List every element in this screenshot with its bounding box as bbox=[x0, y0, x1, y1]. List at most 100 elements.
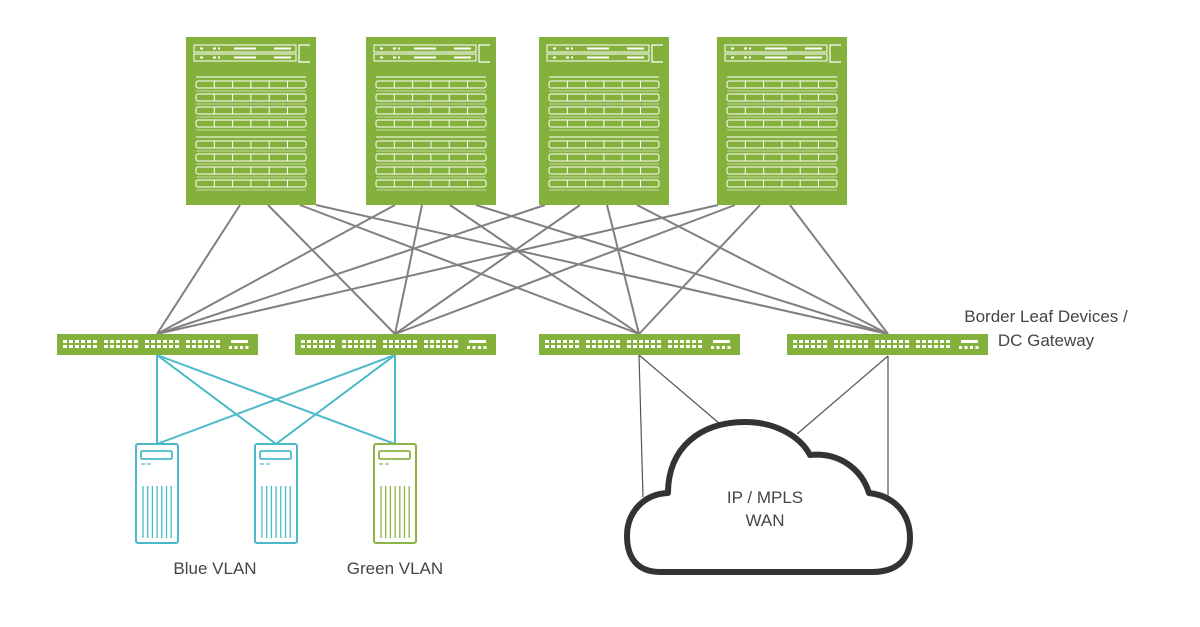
mgmt-port bbox=[469, 340, 486, 343]
port bbox=[319, 340, 323, 343]
port bbox=[116, 345, 120, 348]
port bbox=[799, 345, 803, 348]
port bbox=[216, 345, 220, 348]
cloud-label-line1: IP / MPLS bbox=[727, 488, 803, 507]
drive-bay bbox=[140, 450, 173, 460]
mgmt-bar bbox=[454, 47, 471, 50]
mgmt-bar bbox=[587, 56, 609, 59]
port bbox=[69, 340, 73, 343]
port bbox=[348, 345, 352, 348]
port bbox=[563, 345, 567, 348]
port bbox=[93, 345, 97, 348]
port bbox=[864, 345, 868, 348]
port bbox=[674, 345, 678, 348]
port bbox=[157, 345, 161, 348]
mgmt-slot bbox=[373, 53, 477, 62]
green-vlan-server-icon bbox=[373, 443, 417, 544]
port bbox=[680, 340, 684, 343]
spine-switch-icon bbox=[186, 37, 316, 205]
port bbox=[325, 345, 329, 348]
port bbox=[210, 345, 214, 348]
port bbox=[598, 340, 602, 343]
port bbox=[852, 345, 856, 348]
mgmt-led bbox=[571, 56, 573, 59]
blue-vlan-server-icon bbox=[135, 443, 179, 544]
leaf-switch-icon bbox=[57, 334, 258, 355]
port bbox=[817, 340, 821, 343]
spine-switch-icon bbox=[717, 37, 847, 205]
port bbox=[651, 345, 655, 348]
port bbox=[875, 340, 879, 343]
port bbox=[616, 345, 620, 348]
port bbox=[545, 340, 549, 343]
port bbox=[192, 340, 196, 343]
port bbox=[116, 340, 120, 343]
fabric-link-spine-3-leaf-1 bbox=[156, 204, 546, 335]
port bbox=[823, 340, 827, 343]
port bbox=[633, 340, 637, 343]
port bbox=[569, 345, 573, 348]
port bbox=[354, 340, 358, 343]
port bbox=[145, 345, 149, 348]
port bbox=[93, 340, 97, 343]
mgmt-slot bbox=[193, 44, 297, 53]
mgmt-bar bbox=[274, 56, 291, 59]
port bbox=[104, 340, 108, 343]
port bbox=[407, 345, 411, 348]
mgmt-bar bbox=[414, 47, 436, 50]
fabric-link-spine-4-leaf-3 bbox=[638, 204, 761, 335]
port bbox=[881, 340, 885, 343]
port bbox=[63, 345, 67, 348]
leaf-chassis bbox=[787, 334, 988, 355]
drive-bay bbox=[378, 450, 411, 460]
port bbox=[899, 340, 903, 343]
psu-bracket bbox=[829, 44, 841, 63]
port bbox=[122, 345, 126, 348]
port bbox=[395, 340, 399, 343]
port bbox=[204, 340, 208, 343]
access-links bbox=[156, 354, 396, 445]
status-led bbox=[970, 346, 973, 349]
mgmt-led bbox=[218, 47, 220, 50]
mgmt-led bbox=[566, 56, 569, 59]
port bbox=[430, 345, 434, 348]
port bbox=[424, 340, 428, 343]
port bbox=[110, 340, 114, 343]
mgmt-led bbox=[200, 47, 203, 50]
port bbox=[395, 345, 399, 348]
port bbox=[331, 345, 335, 348]
port bbox=[840, 340, 844, 343]
port bbox=[922, 345, 926, 348]
port bbox=[401, 345, 405, 348]
port bbox=[325, 340, 329, 343]
port bbox=[610, 345, 614, 348]
port bbox=[799, 340, 803, 343]
mgmt-led bbox=[213, 47, 216, 50]
cloud-icon bbox=[624, 419, 913, 575]
wan-link-leaf-3 bbox=[638, 354, 644, 498]
status-led bbox=[240, 346, 243, 349]
port bbox=[122, 340, 126, 343]
port bbox=[128, 345, 132, 348]
port bbox=[436, 345, 440, 348]
port bbox=[627, 340, 631, 343]
port bbox=[319, 345, 323, 348]
fabric-link-spine-2-leaf-2 bbox=[394, 204, 423, 335]
port bbox=[407, 340, 411, 343]
leaf-chassis bbox=[295, 334, 496, 355]
port bbox=[692, 340, 696, 343]
port bbox=[805, 340, 809, 343]
port bbox=[586, 345, 590, 348]
status-led bbox=[716, 346, 720, 349]
port bbox=[916, 345, 920, 348]
port bbox=[151, 345, 155, 348]
mgmt-port bbox=[961, 340, 978, 343]
psu-bracket bbox=[651, 44, 663, 63]
mgmt-bar bbox=[627, 56, 644, 59]
port bbox=[905, 340, 909, 343]
mgmt-slot bbox=[724, 53, 828, 62]
mgmt-bar bbox=[274, 47, 291, 50]
status-led bbox=[975, 346, 979, 349]
port bbox=[81, 345, 85, 348]
port bbox=[210, 340, 214, 343]
